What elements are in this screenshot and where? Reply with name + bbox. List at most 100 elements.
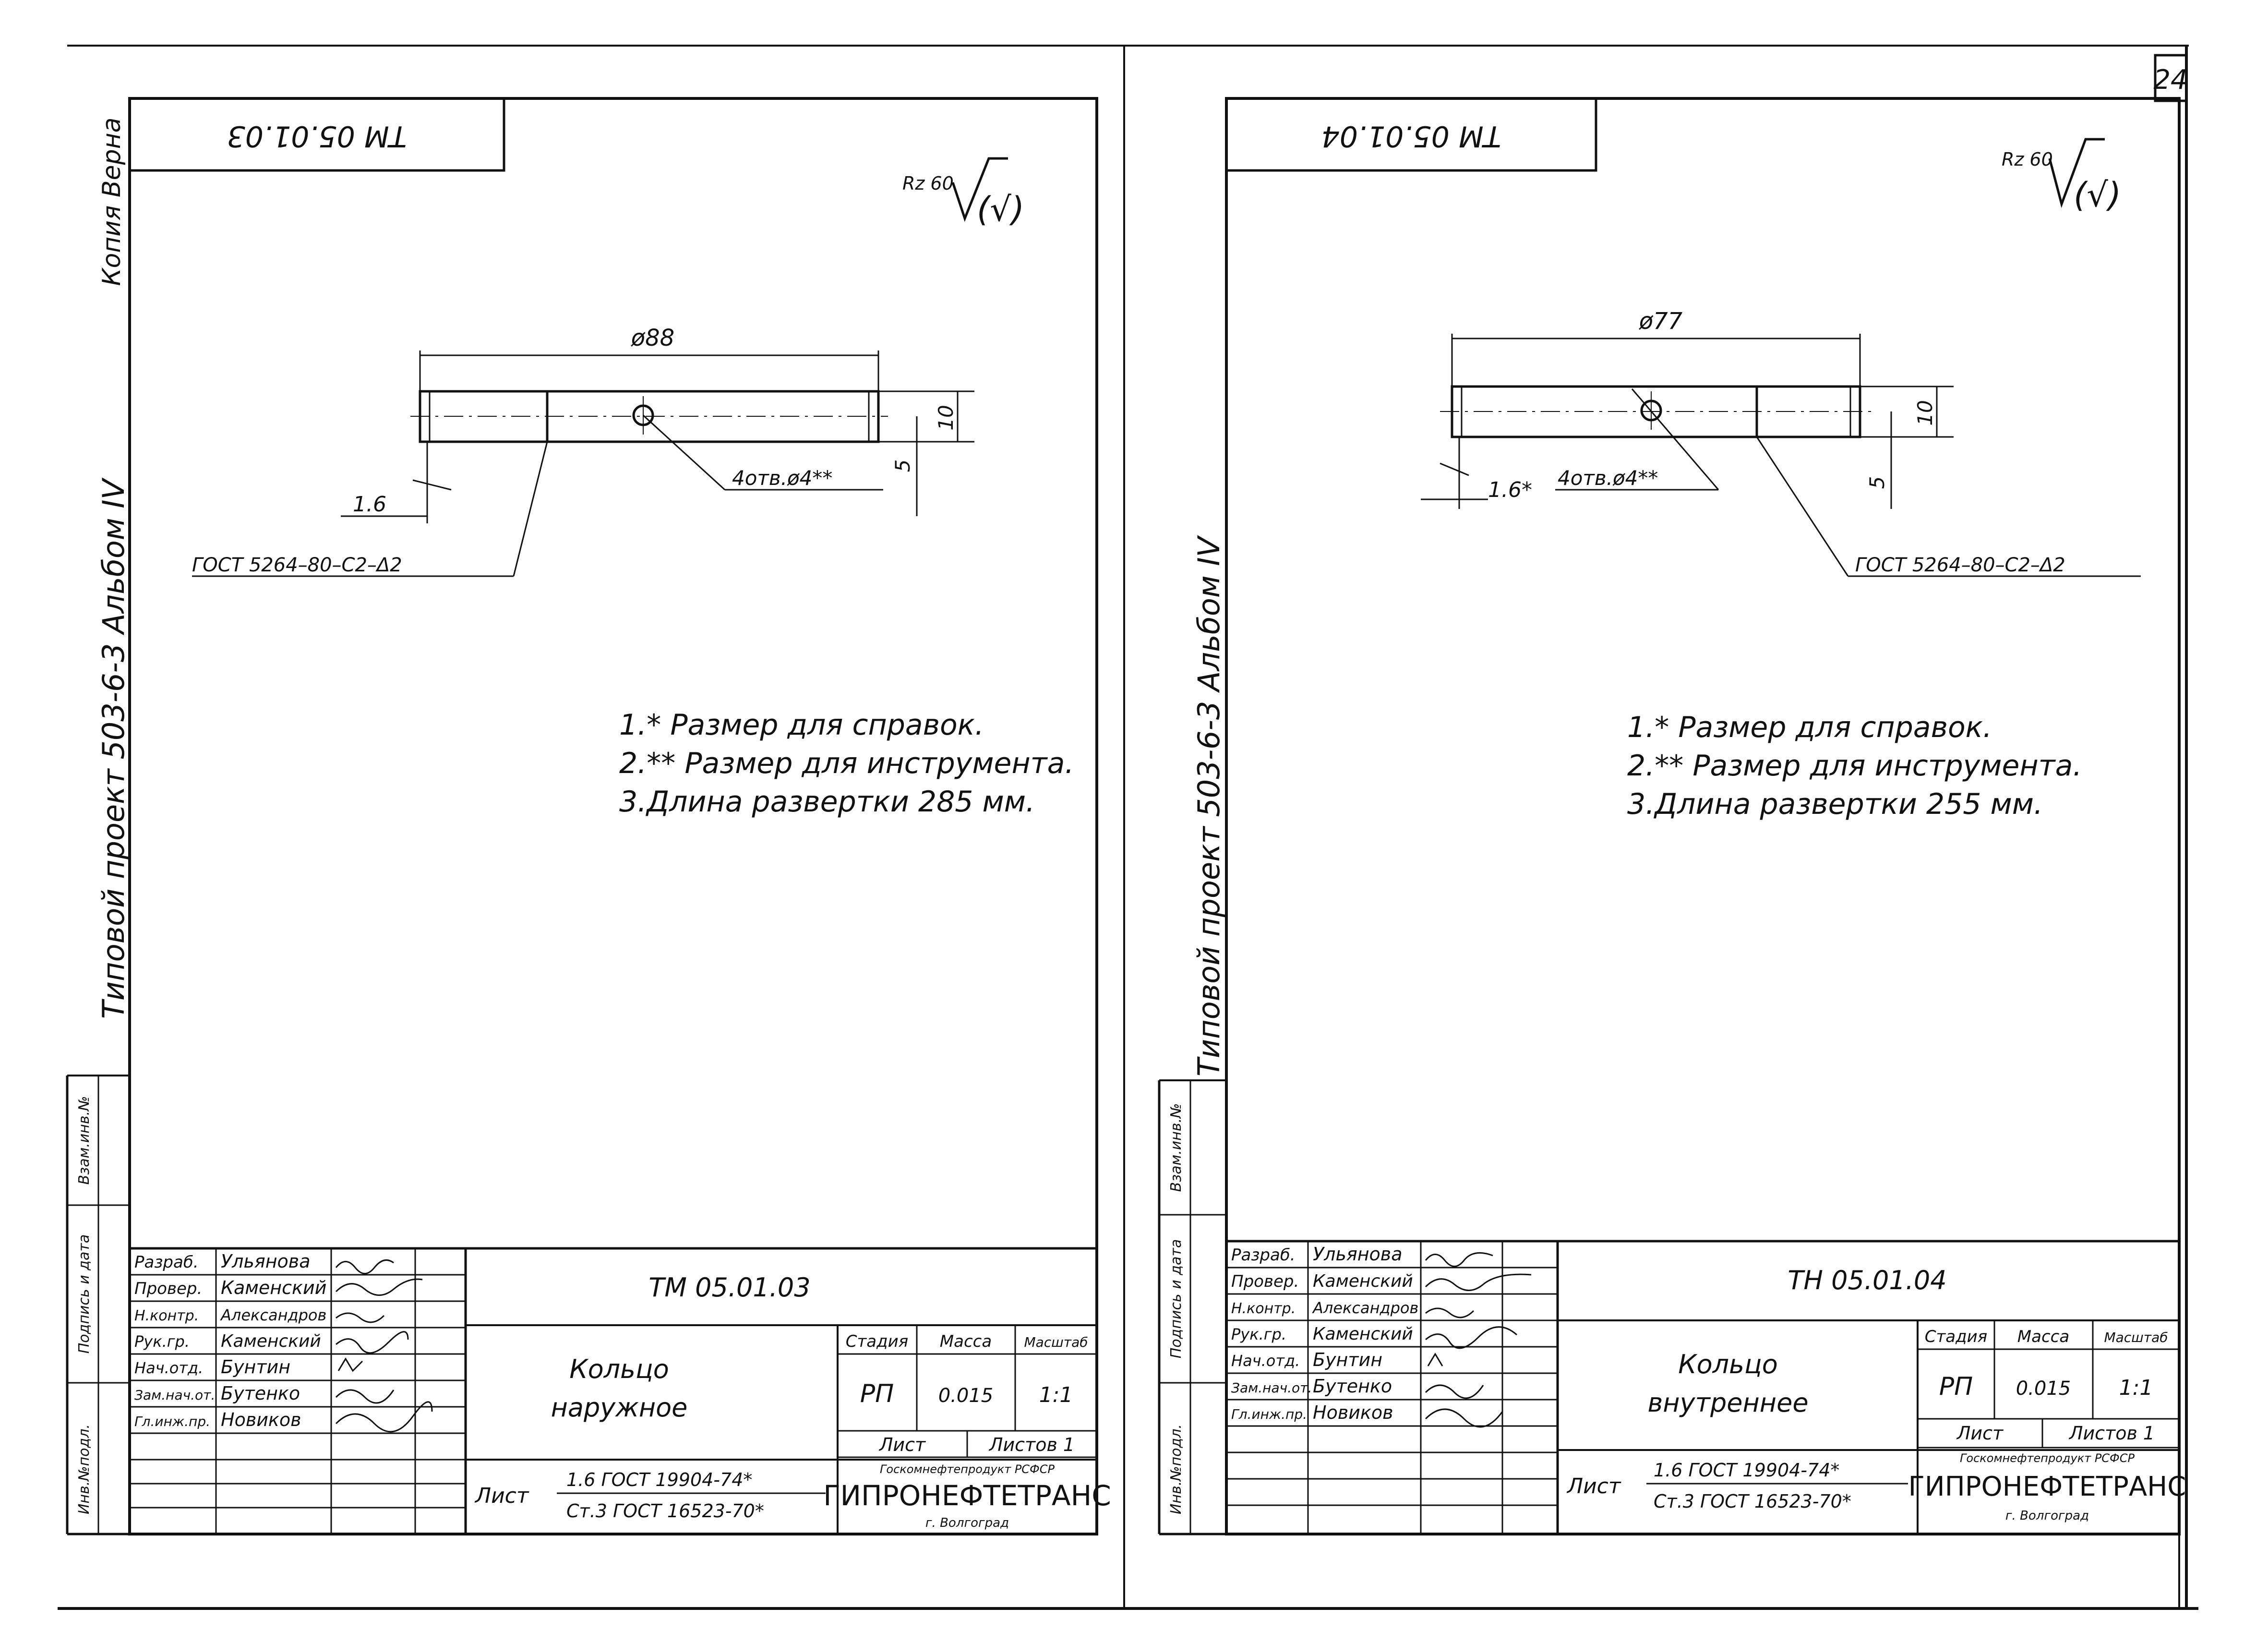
right-col-sheet: Лист: [1956, 1423, 2004, 1444]
left-col-mass: Масса: [940, 1332, 992, 1351]
left-strip-3: Взам.инв.№: [76, 1096, 93, 1185]
right-staff-name: Каменский: [1313, 1324, 1413, 1344]
right-mirrored-code: ТМ 05.01.04: [1321, 119, 1501, 153]
right-staff-name: Бунтин: [1313, 1349, 1382, 1370]
left-staff-role: Разраб.: [134, 1253, 199, 1272]
left-note-3: 3.Длина развертки 285 мм.: [619, 785, 1035, 819]
right-notes: 1.* Размер для справок. 2.** Размер для …: [1627, 711, 2082, 821]
left-staff-role: Зам.нач.от.: [134, 1387, 215, 1403]
right-dimension-texts: ø77 10 5 1.6* 4отв.ø4** ГОСТ 5264–80–С2–…: [1488, 308, 2065, 576]
left-val-scale: 1:1: [1039, 1383, 1073, 1407]
right-col-scale: Масштаб: [2104, 1330, 2168, 1345]
left-staff-name: Каменский: [221, 1277, 326, 1298]
left-org-top: Госкомнефтепродукт РСФСР: [880, 1463, 1055, 1476]
left-staff-role: Н.контр.: [134, 1307, 199, 1324]
left-val-stage: РП: [860, 1379, 894, 1408]
right-val-scale: 1:1: [2119, 1376, 2153, 1400]
right-roughness-check: (√): [2074, 175, 2121, 215]
right-staff-role: Нач.отд.: [1231, 1352, 1300, 1370]
right-margin-vertical: Типовой проект 503-6-3 Альбом IV: [1191, 534, 1226, 1076]
left-dim-chamfer: 1.6: [353, 492, 386, 517]
left-dimension-texts: ø88 10 5 1.6 4отв.ø4** ГОСТ 5264–80–С2–Δ…: [192, 325, 958, 576]
page-frame: [58, 45, 2198, 1610]
left-dim-height: 10: [934, 405, 958, 430]
left-texts: ТМ 05.01.03 Копия Верна Типовой проект 5…: [76, 118, 407, 1514]
right-material-label: Лист: [1566, 1474, 1621, 1499]
left-col-sheet: Лист: [878, 1434, 926, 1455]
left-roughness-check: (√): [977, 190, 1024, 229]
left-diameter: ø88: [631, 325, 674, 351]
left-part-name-1: Кольцо: [569, 1354, 669, 1384]
left-staff-name: Ульянова: [221, 1251, 310, 1272]
left-material-top: 1.6 ГОСТ 19904-74*: [566, 1469, 752, 1490]
right-staff-role: Зам.нач.от.: [1231, 1380, 1312, 1396]
left-gost-callout: ГОСТ 5264–80–С2–Δ2: [192, 554, 402, 576]
left-staff-role: Провер.: [134, 1279, 202, 1298]
left-staff-role: Рук.гр.: [134, 1332, 190, 1351]
left-org-city: г. Волгоград: [925, 1516, 1009, 1530]
left-title-block: [130, 1247, 1097, 1534]
left-doc-code: ТМ 05.01.03: [648, 1272, 810, 1303]
right-material-top: 1.6 ГОСТ 19904-74*: [1654, 1460, 1839, 1481]
right-note-1: 1.* Размер для справок.: [1627, 711, 1992, 744]
right-org-top: Госкомнефтепродукт РСФСР: [1960, 1451, 2135, 1465]
right-gost-callout: ГОСТ 5264–80–С2–Δ2: [1855, 554, 2065, 576]
left-material-label: Лист: [474, 1484, 529, 1508]
left-note-2: 2.** Размер для инструмента.: [619, 747, 1074, 780]
right-staff-rows: [1226, 1267, 1558, 1506]
right-dim-chamfer: 1.6*: [1488, 478, 1532, 502]
right-val-stage: РП: [1939, 1372, 1973, 1401]
right-part-name-1: Кольцо: [1678, 1349, 1778, 1379]
right-org-city: г. Волгоград: [2005, 1509, 2089, 1523]
right-texts: ТМ 05.01.04 Типовой проект 503-6-3 Альбо…: [1168, 119, 1501, 1514]
right-col-mass: Масса: [2017, 1327, 2069, 1346]
right-staff-role: Н.контр.: [1231, 1300, 1296, 1317]
right-note-3: 3.Длина развертки 255 мм.: [1627, 787, 2043, 821]
left-mirrored-code: ТМ 05.01.03: [227, 119, 407, 153]
right-roughness-label: Rz 60: [2002, 149, 2053, 170]
left-roughness-label: Rz 60: [902, 173, 954, 194]
left-signatures: [335, 1259, 433, 1433]
right-note-2: 2.** Размер для инструмента.: [1627, 749, 2082, 783]
left-roughness-symbol: Rz 60 (√): [902, 157, 1024, 229]
right-col-sheets: Листов 1: [2068, 1423, 2155, 1444]
page-number: 24: [2153, 64, 2187, 96]
left-margin-vertical: Типовой проект 503-6-3 Альбом IV: [96, 477, 131, 1019]
right-staff-role: Провер.: [1231, 1272, 1299, 1291]
right-title-block: [1226, 1240, 2179, 1534]
left-val-mass: 0.015: [938, 1385, 994, 1407]
right-part-drawing: [1421, 334, 2141, 577]
left-copy-label: Копия Верна: [97, 118, 126, 286]
left-strip-2: Подпись и дата: [76, 1234, 93, 1354]
left-staff-name: Бунтин: [221, 1356, 290, 1378]
left-material-bottom: Ст.3 ГОСТ 16523-70*: [566, 1500, 764, 1522]
left-staff-rows: [130, 1274, 466, 1509]
left-dim-offset: 5: [891, 459, 914, 472]
right-staff-name: Новиков: [1313, 1402, 1393, 1423]
page-number-box: 24: [2153, 54, 2188, 102]
right-staff-name: Бутенко: [1313, 1376, 1392, 1397]
left-staff-name: Бутенко: [221, 1383, 300, 1404]
right-roughness-symbol: Rz 60 (√): [2002, 138, 2121, 215]
right-dim-height: 10: [1913, 400, 1937, 425]
right-dim-offset: 5: [1865, 476, 1889, 489]
right-strip-3: Взам.инв.№: [1168, 1103, 1185, 1192]
left-col-scale: Масштаб: [1024, 1334, 1088, 1350]
right-diameter: ø77: [1639, 308, 1683, 335]
right-part-name-2: внутреннее: [1647, 1388, 1808, 1418]
left-staff-name: Каменский: [221, 1331, 321, 1351]
right-staff-role: Гл.инж.пр.: [1231, 1406, 1307, 1422]
sheet-left: [66, 97, 1098, 1535]
right-doc-code: ТН 05.01.04: [1788, 1265, 1946, 1295]
right-staff-role: Разраб.: [1231, 1245, 1296, 1265]
left-staff-name: Новиков: [221, 1409, 301, 1430]
right-strip-2: Подпись и дата: [1168, 1239, 1185, 1359]
right-staff-texts: Разраб. Ульянова Провер. Каменский Н.кон…: [1231, 1244, 1418, 1423]
right-material-bottom: Ст.3 ГОСТ 16523-70*: [1654, 1491, 1851, 1512]
left-strip-1: Инв.№подл.: [76, 1424, 93, 1514]
right-strip-1: Инв.№подл.: [1168, 1424, 1185, 1514]
left-staff-name: Александров: [220, 1306, 326, 1324]
sheet-right: [1158, 97, 2181, 1535]
left-org-name: ГИПРОНЕФТЕТРАНС: [823, 1479, 1111, 1512]
